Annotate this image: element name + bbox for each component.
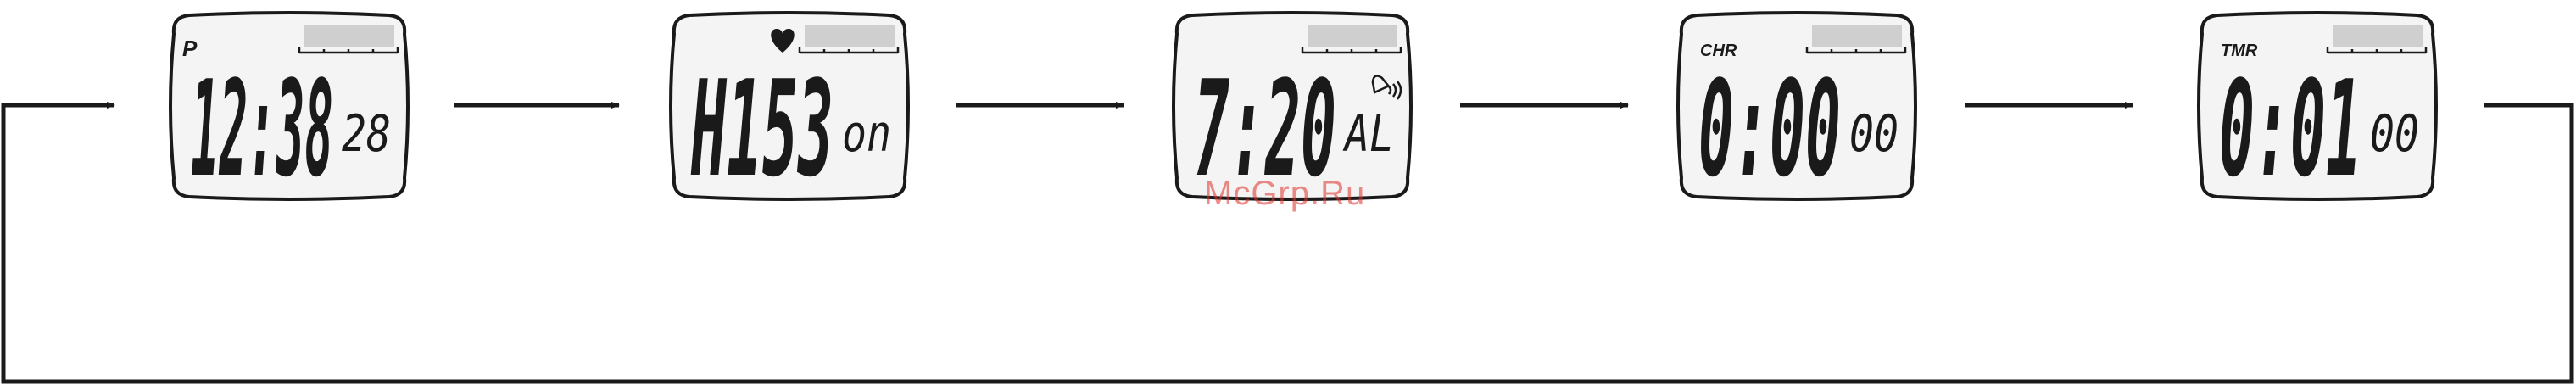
watermark: McGrp.Ru <box>1204 175 1365 213</box>
main-digits: 0:00 <box>1698 52 1841 206</box>
indicator-bar <box>1308 25 1397 47</box>
main-digits: H153 <box>691 52 834 206</box>
indicator-bar <box>805 25 895 47</box>
indicator-bar <box>304 25 394 47</box>
main-digits: 12:38 <box>191 52 333 206</box>
indicator-bar <box>1812 25 1902 47</box>
sub-digits: on <box>842 104 891 164</box>
sub-digits: 00 <box>1849 104 1899 164</box>
sub-digits: 00 <box>2370 104 2419 164</box>
main-digits: 0:01 <box>2219 52 2361 206</box>
sub-digits: 28 <box>342 104 391 164</box>
indicator-bar <box>2333 25 2423 47</box>
sub-digits: AL <box>1342 104 1394 164</box>
